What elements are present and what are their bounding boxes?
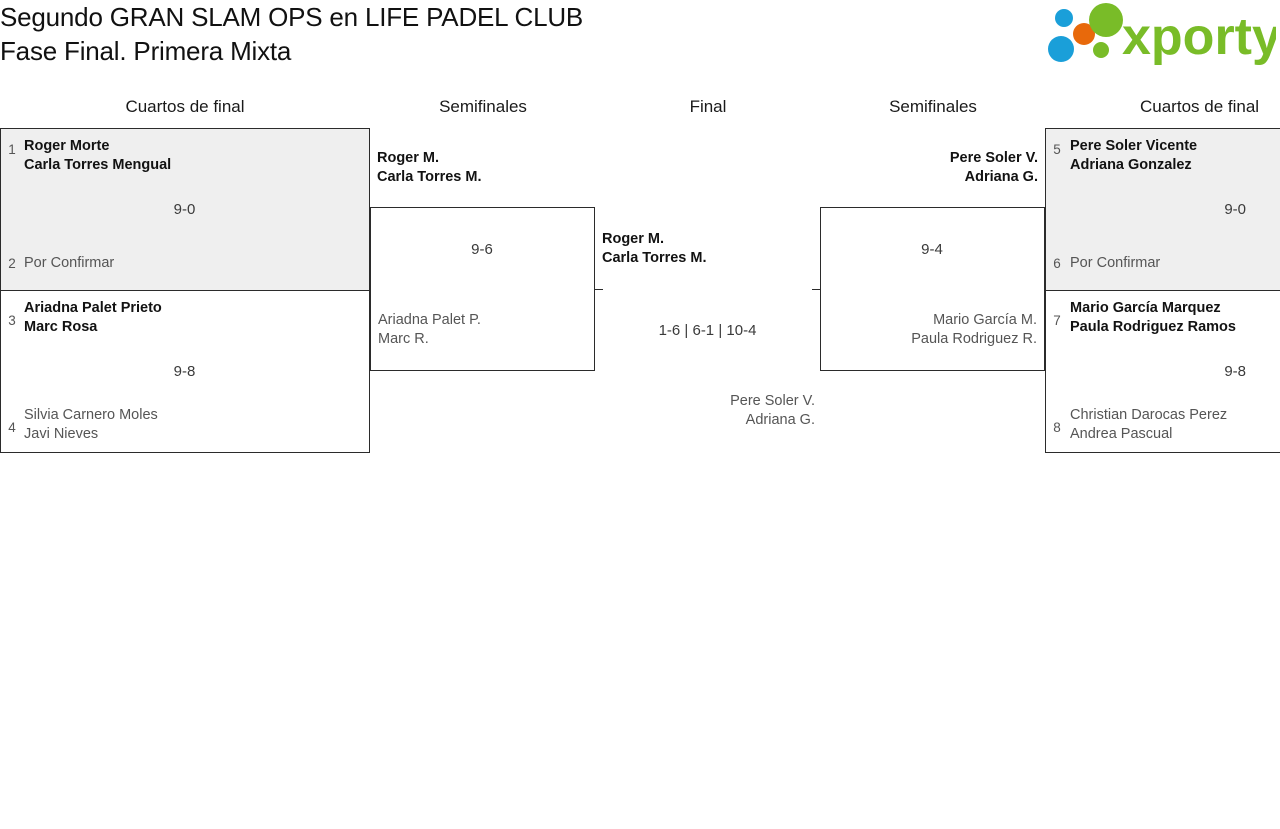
team-right-qf-2-bottom: Christian Darocas Perez Andrea Pascual [1070, 407, 1228, 442]
seed-2: 2 [8, 256, 16, 271]
score-left-qf-1: 9-0 [173, 201, 196, 218]
tournament-title: Segundo GRAN SLAM OPS en LIFE PADEL CLUB [0, 2, 584, 32]
xporty-logo[interactable]: xporty [1044, 2, 1280, 70]
score-final: 1-6 | 6-1 | 10-4 [658, 322, 757, 339]
connector-right-sf-to-final [812, 289, 820, 290]
match-left-qf-1[interactable]: 1 Roger Morte Carla Torres Mengual 9-0 2… [0, 128, 370, 291]
match-right-qf-1[interactable]: 5 Pere Soler Vicente Adriana Gonzalez 9-… [1045, 128, 1280, 291]
score-right-semifinal: 9-4 [921, 241, 943, 258]
tournament-phase: Fase Final. Primera Mixta [0, 36, 292, 66]
xporty-logo-svg: xporty [1048, 3, 1280, 66]
score-left-qf-2: 9-8 [173, 363, 196, 380]
match-right-semifinal[interactable]: 9-4 Mario García M. Paula Rodriguez R. [820, 207, 1045, 371]
team-left-qf-1-top: Roger Morte Carla Torres Mengual [24, 138, 172, 173]
logo-dot-green-large [1089, 3, 1123, 37]
seed-4: 4 [8, 420, 16, 435]
seed-5: 5 [1053, 142, 1061, 157]
team-right-qf-1-top: Pere Soler Vicente Adriana Gonzalez [1070, 138, 1198, 173]
match-left-qf-2[interactable]: 3 Ariadna Palet Prieto Marc Rosa 9-8 4 S… [0, 290, 370, 453]
score-right-qf-2: 9-8 [1224, 363, 1246, 380]
seed-3: 3 [8, 313, 16, 328]
seed-1: 1 [8, 142, 16, 157]
logo-dot-blue-small [1055, 9, 1073, 27]
logo-dot-orange [1073, 23, 1095, 45]
logo-dot-green-small [1093, 42, 1109, 58]
round-header-right-quarterfinals: Cuartos de final [1140, 97, 1260, 116]
page-title: Segundo GRAN SLAM OPS en LIFE PADEL CLUB… [0, 0, 700, 68]
team-left-qf-1-bottom: Por Confirmar [24, 255, 115, 271]
team-right-qf-2-top: Mario García Marquez Paula Rodriguez Ram… [1070, 300, 1236, 335]
team-right-sf-bottom: Mario García M. Paula Rodriguez R. [911, 312, 1037, 347]
score-right-qf-1: 9-0 [1224, 201, 1246, 218]
round-header-right-semifinals: Semifinales [889, 97, 977, 116]
score-left-semifinal: 9-6 [471, 241, 493, 258]
connector-left-sf-to-final [595, 289, 603, 290]
seed-6: 6 [1053, 256, 1061, 271]
logo-dot-blue-large [1048, 36, 1074, 62]
team-final-top: Roger M. Carla Torres M. [602, 231, 707, 266]
team-right-sf-top: Pere Soler V. Adriana G. [949, 150, 1038, 185]
match-left-semifinal[interactable]: 9-6 Ariadna Palet P. Marc R. [370, 207, 595, 371]
seed-7: 7 [1053, 313, 1061, 328]
logo-wordmark: xporty [1122, 8, 1276, 66]
round-header-left-semifinals: Semifinales [439, 97, 527, 116]
match-right-qf-2[interactable]: 7 Mario García Marquez Paula Rodriguez R… [1045, 290, 1280, 453]
round-header-final: Final [689, 97, 727, 116]
round-header-left-quarterfinals: Cuartos de final [125, 97, 245, 116]
seed-8: 8 [1053, 420, 1061, 435]
team-left-sf-bottom: Ariadna Palet P. Marc R. [378, 312, 481, 347]
team-final-bottom: Pere Soler V. Adriana G. [730, 393, 815, 428]
team-right-qf-1-bottom: Por Confirmar [1070, 255, 1161, 271]
team-left-qf-2-top: Ariadna Palet Prieto Marc Rosa [24, 300, 162, 335]
team-left-sf-top: Roger M. Carla Torres M. [377, 150, 482, 185]
team-left-qf-2-bottom: Silvia Carnero Moles Javi Nieves [24, 407, 158, 442]
